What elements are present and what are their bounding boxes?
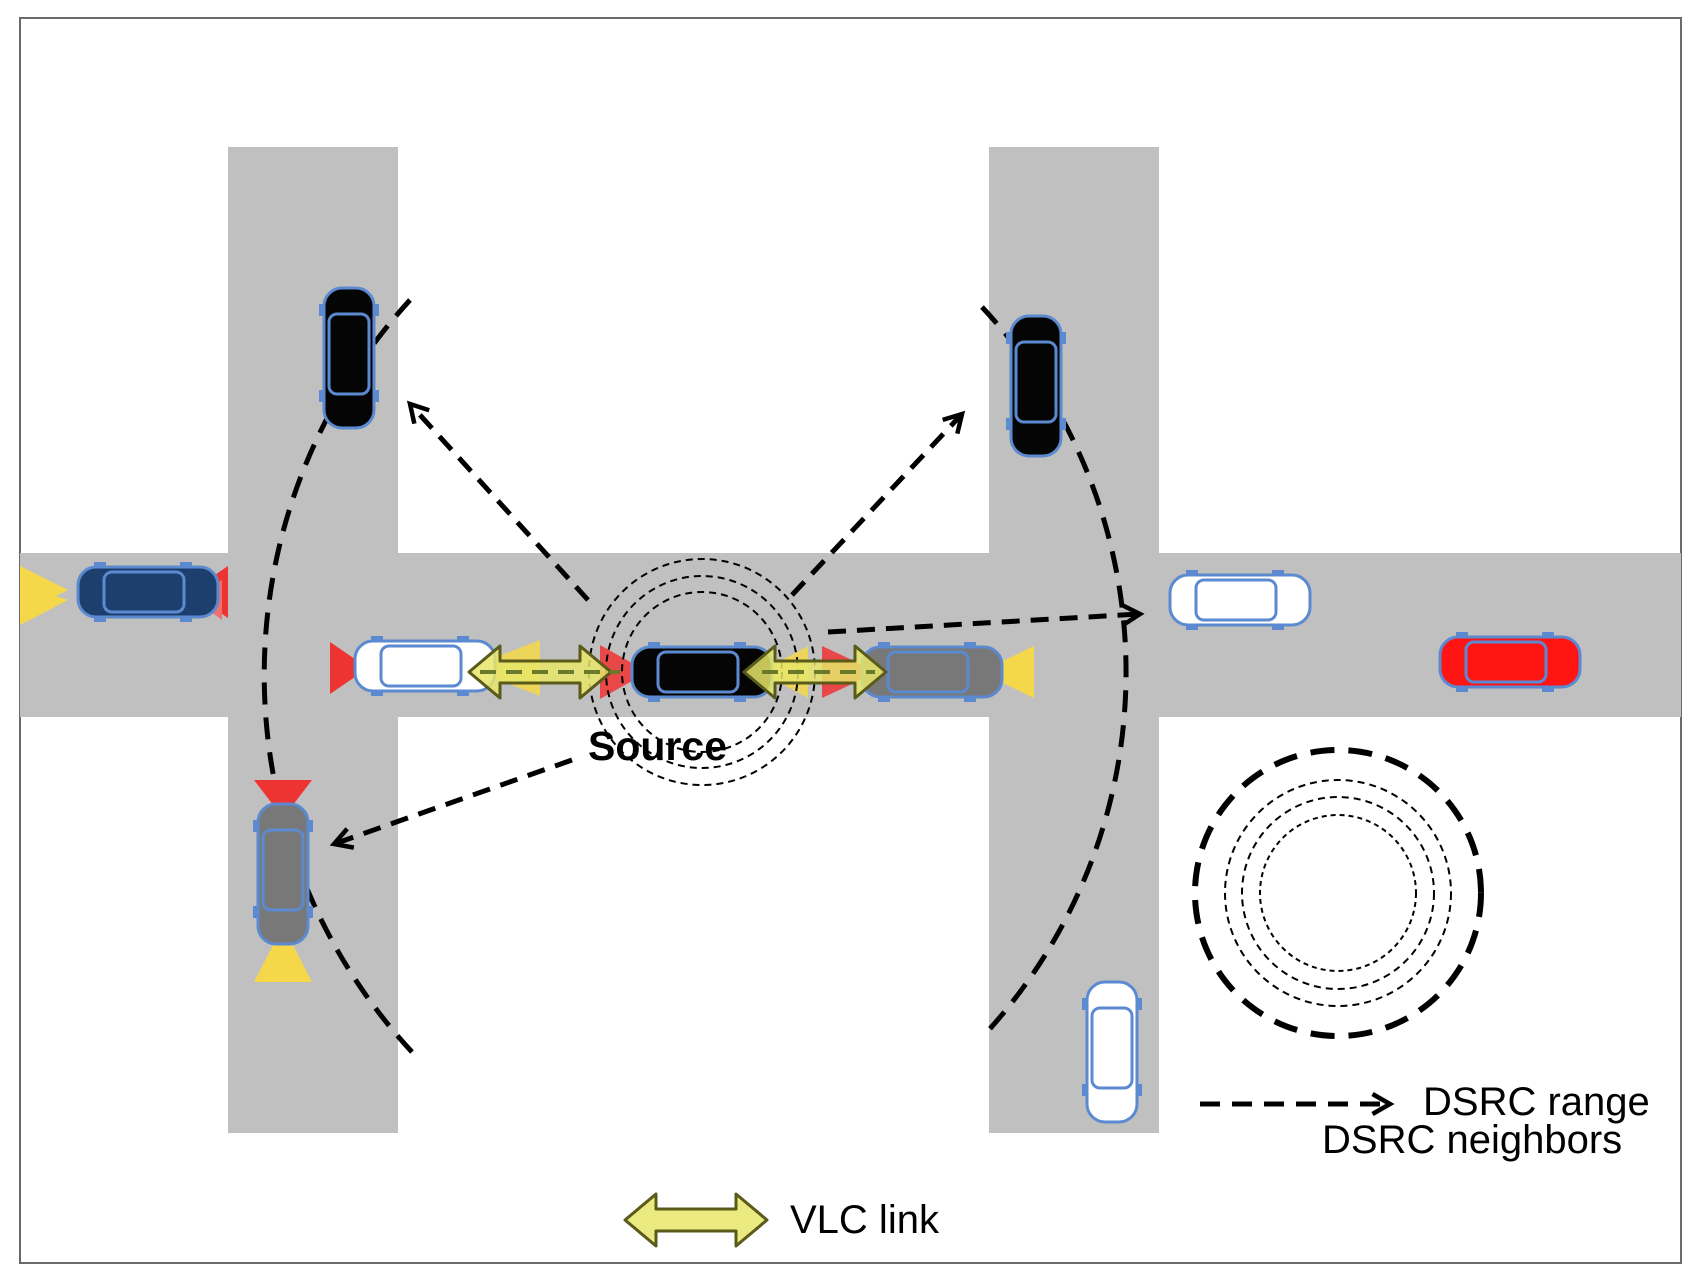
light-beams — [20, 566, 1034, 982]
taillight-beam — [600, 645, 648, 699]
road-network — [20, 147, 1681, 1133]
legend-dsrc-neighbors-label: DSRC neighbors — [1322, 1118, 1623, 1162]
dsrc-arrow-icon — [406, 400, 590, 602]
legend-vlc-link-label: VLC link — [790, 1198, 939, 1242]
car-icon — [1004, 314, 1068, 458]
headlight-beam — [20, 585, 68, 625]
headlight-beam — [254, 926, 312, 982]
source-label: Source — [588, 723, 727, 769]
car-icon — [317, 286, 381, 430]
headlight-beam — [980, 646, 1034, 698]
dsrc-arrow-icon — [827, 603, 1145, 635]
taillight-beam — [330, 642, 368, 694]
dsrc-arrows — [329, 400, 1145, 850]
car-icon — [76, 560, 220, 624]
dsrc-arrow-icon — [329, 757, 573, 850]
dsrc-arrow-icon — [790, 410, 966, 597]
car-icon — [1438, 630, 1582, 694]
legend-dsrc-range-label: DSRC range — [1423, 1080, 1650, 1124]
car-icon — [1080, 980, 1144, 1124]
legend-vlc-link-arrow-icon — [623, 1192, 769, 1248]
legend-broadcast-rings-icon — [1192, 747, 1484, 1039]
car-icon — [251, 802, 315, 946]
car-icon — [1168, 568, 1312, 632]
taillight-beam — [254, 780, 312, 818]
right-vertical-road — [989, 147, 1159, 1133]
